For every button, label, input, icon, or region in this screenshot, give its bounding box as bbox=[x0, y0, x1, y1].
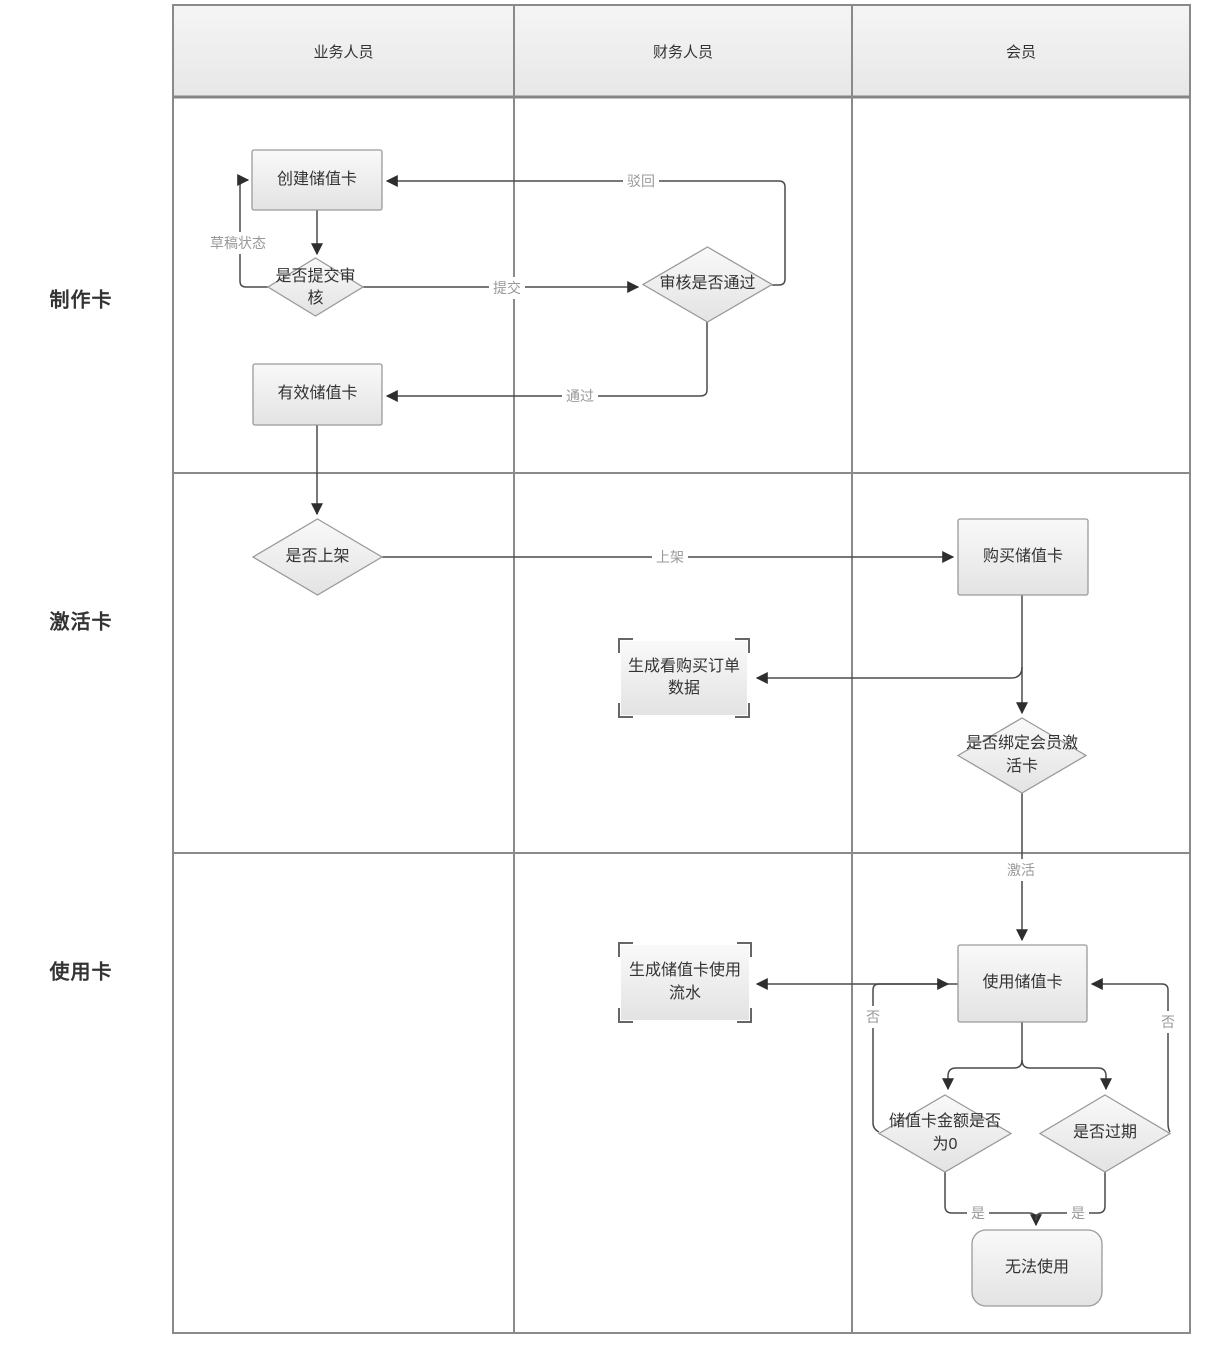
node-valid-card-box bbox=[252, 363, 383, 426]
node-create-card-box bbox=[251, 149, 383, 211]
edge-label-submit: 提交 bbox=[489, 277, 525, 299]
node-amount-zero-diamond bbox=[877, 1094, 1013, 1173]
edge-pass bbox=[385, 322, 708, 402]
node-submit-review-label: 是否提交审核 bbox=[275, 267, 356, 307]
edge-to-amount-zero bbox=[942, 1059, 1023, 1091]
diagram-border bbox=[172, 4, 1191, 1334]
node-gen-order-box bbox=[621, 641, 747, 715]
row-label-activate-card: 激活卡 bbox=[49, 611, 113, 634]
node-submit-review-diamond bbox=[266, 257, 365, 317]
node-review-pass-diamond bbox=[641, 246, 774, 323]
edge-label-no-right: 否 bbox=[1157, 1011, 1179, 1033]
node-cannot-use-box bbox=[971, 1229, 1103, 1307]
node-gen-flow-box bbox=[621, 945, 749, 1020]
edge-label-no-left: 否 bbox=[862, 1006, 884, 1028]
node-use-card-box bbox=[957, 944, 1088, 1023]
edge-label-draft-status: 草稿状态 bbox=[206, 232, 270, 254]
edge-label-reject: 驳回 bbox=[623, 170, 659, 192]
swimlane-grid bbox=[172, 4, 1191, 1334]
row-label-make-card: 制作卡 bbox=[49, 289, 113, 312]
edge-label-listed: 上架 bbox=[652, 546, 688, 568]
edge-label-activate: 激活 bbox=[1003, 859, 1039, 881]
edge-to-gen-order bbox=[755, 666, 1023, 684]
edge-yes-right bbox=[1035, 1172, 1106, 1221]
row-label-use-card: 使用卡 bbox=[49, 961, 113, 984]
node-gen-order-corners bbox=[618, 638, 750, 718]
edge-no-left-loop bbox=[872, 978, 950, 1133]
edge-label-yes-left: 是 bbox=[967, 1202, 989, 1224]
edge-label-yes-right: 是 bbox=[1067, 1202, 1089, 1224]
node-create-card-label: 创建储值卡 bbox=[276, 170, 357, 188]
lane-header-business: 业务人员 bbox=[313, 43, 374, 61]
node-bind-member-diamond bbox=[956, 717, 1088, 794]
edge-to-expired bbox=[1021, 1059, 1112, 1091]
node-gen-flow-corners bbox=[618, 942, 752, 1023]
node-expired-label: 是否过期 bbox=[1072, 1124, 1137, 1142]
edge-no-right-loop bbox=[1090, 978, 1171, 1133]
node-cannot-use-label: 无法使用 bbox=[1004, 1258, 1069, 1276]
node-valid-card-label: 有效储值卡 bbox=[277, 385, 358, 403]
node-gen-order-label: 生成看购买订单数据 bbox=[627, 657, 740, 697]
node-buy-card-box bbox=[957, 518, 1089, 596]
node-on-shelf-diamond bbox=[251, 518, 384, 596]
node-buy-card-label: 购买储值卡 bbox=[982, 547, 1063, 565]
lane-header-member: 会员 bbox=[1005, 43, 1036, 61]
node-gen-flow-label: 生成储值卡使用流水 bbox=[628, 962, 741, 1002]
node-amount-zero-label: 储值卡金额是否为0 bbox=[888, 1113, 1001, 1153]
edge-label-pass: 通过 bbox=[562, 385, 598, 407]
node-use-card-label: 使用储值卡 bbox=[982, 974, 1063, 992]
node-bind-member-label: 是否绑定会员激活卡 bbox=[965, 735, 1078, 775]
lane-header-finance: 财务人员 bbox=[652, 43, 713, 61]
bracket-boxes bbox=[618, 638, 752, 1023]
edge-yes-left bbox=[944, 1172, 1042, 1227]
flow-nodes bbox=[251, 149, 1172, 1307]
node-review-pass-label: 审核是否通过 bbox=[659, 275, 756, 293]
edge-reject bbox=[385, 175, 786, 286]
node-on-shelf-label: 是否上架 bbox=[285, 547, 350, 565]
header-band bbox=[172, 4, 1191, 98]
node-expired-diamond bbox=[1038, 1094, 1172, 1173]
